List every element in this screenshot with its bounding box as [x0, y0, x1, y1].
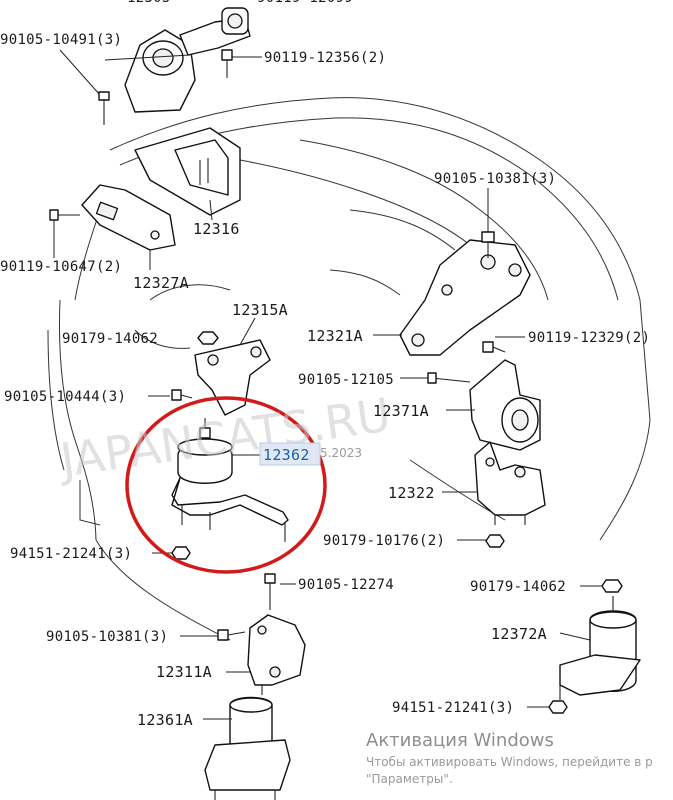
mount-12361A: [203, 696, 291, 800]
bracket-12315A: [194, 317, 271, 416]
label-90119-12329: 90119-12329(2): [528, 330, 650, 346]
label-12322: 12322: [388, 484, 435, 502]
bolt-90105-10381-lower-icon: [180, 629, 246, 641]
label-12361A: 12361A: [137, 711, 193, 729]
bolt-90105-10381-upper-icon: [481, 188, 495, 258]
activation-title: Активация Windows: [366, 730, 554, 751]
mount-12372A: [559, 596, 641, 700]
nut-90179-14062-right-icon: [580, 579, 623, 593]
nut-94151-21241-right-icon: [527, 700, 568, 714]
label-12362-highlight: [259, 442, 321, 466]
label-90179-14062-left: 90179-14062: [62, 331, 158, 347]
bracket-12322: [442, 441, 546, 525]
bolt-90105-10491-icon: [59, 49, 110, 125]
label-12316: 12316: [193, 220, 240, 238]
label-90179-10176: 90179-10176(2): [323, 533, 445, 549]
label-90119-12356: 90119-12356(2): [264, 50, 386, 66]
bolt-90105-12274-icon: [264, 573, 296, 610]
bracket-12327A: [81, 184, 176, 270]
label-90179-14062-right: 90179-14062: [470, 579, 566, 595]
bracket-12316: [134, 127, 241, 221]
label-90105-10444: 90105-10444(3): [4, 389, 126, 405]
label-90119-10647: 90119-10647(2): [0, 259, 122, 275]
label-12311A: 12311A: [156, 663, 212, 681]
label-90105-12105: 90105-12105: [298, 372, 394, 388]
label-12372A: 12372A: [491, 625, 547, 643]
mount-12362: [171, 418, 289, 542]
label-12327A: 12327A: [133, 274, 189, 292]
bolt-90119-10647-icon: [49, 209, 80, 258]
bolt-90105-12105-icon: [400, 372, 471, 384]
bracket-12311A: [226, 614, 306, 695]
highlight-circle: [125, 396, 327, 574]
engine-outline: [47, 97, 651, 641]
label-12315A: 12315A: [232, 301, 288, 319]
upper-mount-part: [104, 7, 251, 113]
label-90105-10381-left: 90105-10381(3): [46, 629, 168, 645]
watermark-date: 5.2023: [320, 446, 362, 460]
label-94151-21241-left: 94151-21241(3): [10, 546, 132, 562]
bolt-90119-12329-icon: [482, 336, 525, 353]
label-top-cut-right: 90119-12099: [257, 0, 353, 6]
activation-line2: "Параметры".: [366, 772, 453, 786]
bracket-12321A: [373, 239, 531, 356]
label-90105-10491: 90105-10491(3): [0, 32, 122, 48]
activation-line1: Чтобы активировать Windows, перейдите в …: [366, 755, 653, 769]
label-12371A: 12371A: [373, 402, 429, 420]
label-90105-12274: 90105-12274: [298, 577, 394, 593]
nut-90179-10176-icon: [457, 534, 505, 548]
label-top-cut-left: 12305: [127, 0, 171, 6]
label-12362: 12362: [263, 446, 310, 464]
nut-90179-14062-left-icon: [197, 331, 219, 345]
bolt-90119-12356-icon: [221, 49, 262, 78]
label-90105-10381-right: 90105-10381(3): [434, 171, 556, 187]
label-94151-21241-right: 94151-21241(3): [392, 700, 514, 716]
label-12321A: 12321A: [307, 327, 363, 345]
mount-12371A: [446, 359, 541, 451]
bolt-90105-10444-icon: [148, 389, 193, 401]
